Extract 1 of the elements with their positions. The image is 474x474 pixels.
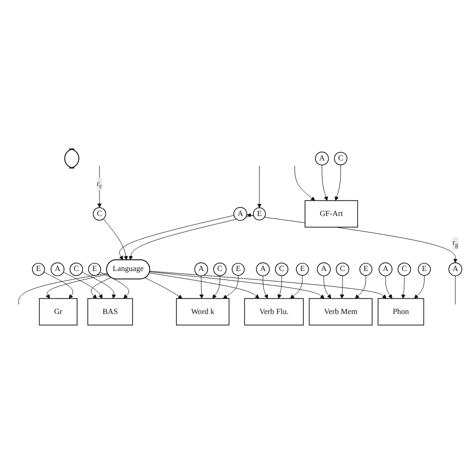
connector bbox=[455, 276, 456, 305]
